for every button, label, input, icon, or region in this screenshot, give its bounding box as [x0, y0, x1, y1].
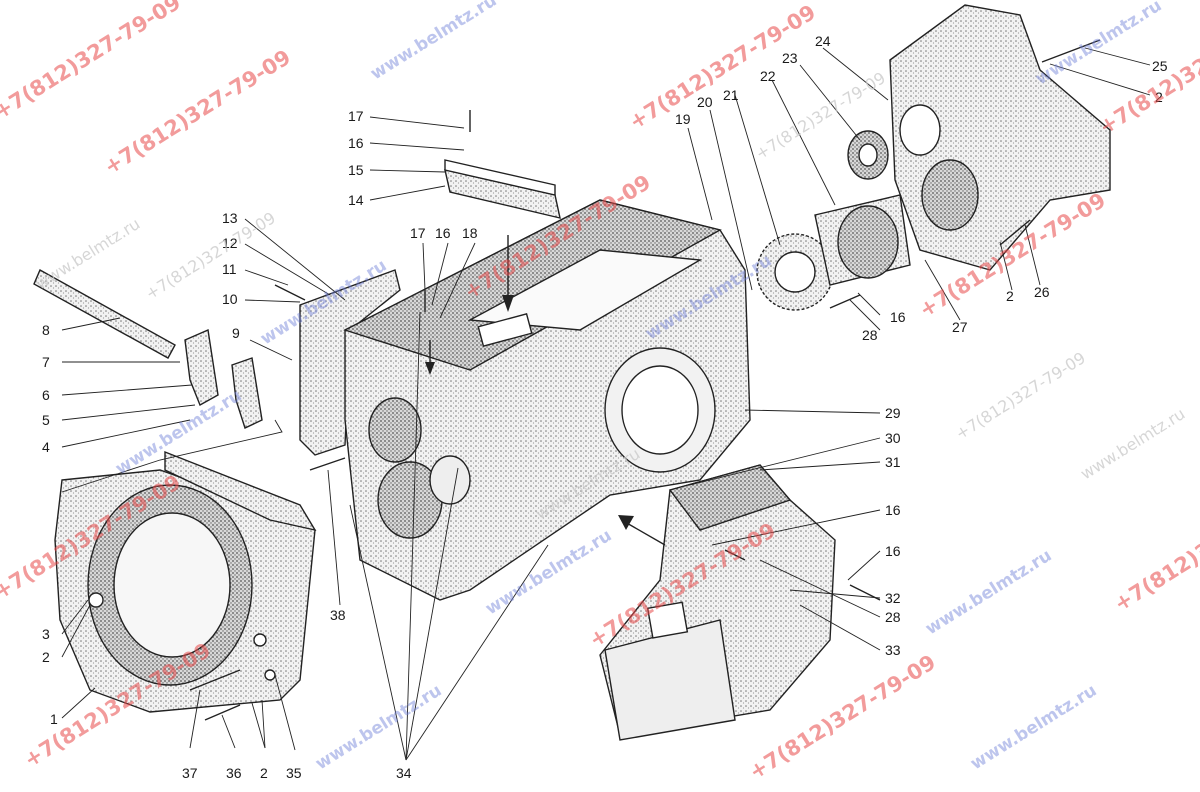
part-label: 36 [226, 765, 242, 781]
part-label: 38 [330, 607, 346, 623]
part-label: 29 [885, 405, 901, 421]
part-label: 11 [222, 261, 237, 277]
part-label: 26 [1034, 284, 1050, 300]
part-label: 2 [1006, 288, 1014, 304]
shaft-assembly [814, 194, 911, 286]
part-label: 22 [760, 68, 776, 84]
watermark-site: www.belmtz.ru [312, 681, 445, 775]
watermark-phone: +7(812)327-79-09 [100, 45, 295, 179]
watermark-phone: +7(812)327-79-09 [1110, 482, 1200, 616]
gearbox-housing [343, 199, 751, 601]
part-label: 25 [1152, 58, 1168, 74]
part-label: 10 [222, 291, 238, 307]
part-label: 9 [232, 325, 240, 341]
part-label: 17 [348, 108, 364, 124]
part-label: 23 [782, 50, 798, 66]
bearing [847, 130, 889, 180]
shift-forks [184, 328, 263, 429]
side-housing [599, 464, 836, 741]
part-label: 16 [885, 502, 901, 518]
watermark-site: www.belmtz.ru [1032, 0, 1165, 89]
clutch-housing [54, 450, 317, 713]
part-label: 14 [348, 192, 364, 208]
part-label: 6 [42, 387, 50, 403]
leader-lines [61, 47, 1151, 761]
part-label: 2 [260, 765, 268, 781]
part-label: 17 [410, 225, 426, 241]
part-label: 32 [885, 590, 901, 606]
part-label: 1 [50, 711, 58, 727]
top-cover [444, 159, 561, 219]
part-label: 13 [222, 210, 238, 226]
part-label: 21 [723, 87, 739, 103]
part-label: 2 [42, 649, 50, 665]
part-label: 8 [42, 322, 50, 338]
part-label: 12 [222, 235, 238, 251]
fork-shaft [33, 269, 176, 359]
part-label: 37 [182, 765, 198, 781]
part-label: 16 [435, 225, 451, 241]
part-label: 30 [885, 430, 901, 446]
part-label: 7 [42, 354, 50, 370]
part-label: 31 [885, 454, 901, 470]
part-label: 15 [348, 162, 364, 178]
part-label: 16 [885, 543, 901, 559]
part-label: 4 [42, 439, 50, 455]
part-label: 24 [815, 33, 831, 49]
part-label: 20 [697, 94, 713, 110]
watermark-site: www.belmtz.ru [967, 681, 1100, 775]
part-label: 33 [885, 642, 901, 658]
part-label: 3 [42, 626, 50, 642]
watermark-phone: +7(812)327-79-09 [625, 0, 820, 134]
part-label: 28 [885, 609, 901, 625]
part-label: 2 [1155, 89, 1163, 105]
watermark-site: www.belmtz.ru [922, 546, 1055, 640]
watermark-phone: +7(812)327-79-09 [952, 348, 1089, 443]
part-label: 5 [42, 412, 50, 428]
part-label: 27 [952, 319, 968, 335]
watermark-site: www.belmtz.ru [1077, 404, 1188, 483]
part-label: 28 [862, 327, 878, 343]
part-label: 18 [462, 225, 478, 241]
part-label: 34 [396, 765, 412, 781]
part-label: 19 [675, 111, 691, 127]
watermark-phone: +7(812)327-79-09 [142, 208, 279, 303]
assembly-arrows [425, 235, 666, 546]
rear-housing [889, 4, 1111, 271]
watermark-phone: +7(812)327-79-09 [0, 0, 185, 124]
bolts [189, 39, 1101, 721]
watermark-site: www.belmtz.ru [367, 0, 500, 84]
watermark-site: www.belmtz.ru [32, 214, 143, 293]
part-labels: 1 2 3 4 5 6 7 8 9 10 11 12 13 14 15 16 1… [42, 33, 1168, 781]
part-label: 16 [890, 309, 906, 325]
part-label: 16 [348, 135, 364, 151]
part-label: 35 [286, 765, 302, 781]
